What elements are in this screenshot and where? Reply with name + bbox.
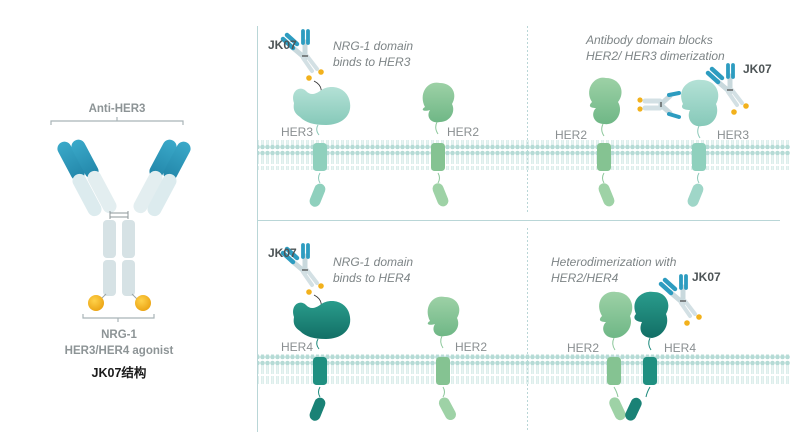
cell-membrane-bottom <box>258 354 790 384</box>
anti-her3-label: Anti-HER3 <box>88 103 146 115</box>
her2-receptor <box>427 296 460 421</box>
panel-caption-line2: binds to HER4 <box>333 271 411 285</box>
her4-receptor <box>625 291 669 421</box>
panel-frame <box>257 26 780 432</box>
anti-her3-bracket <box>50 117 184 125</box>
nrg1-domain-left <box>88 295 104 311</box>
panel-bottom-right-graphics <box>599 276 702 421</box>
panel-top-left-graphics <box>283 31 455 207</box>
panel-top-right-graphics <box>589 65 749 207</box>
fc-region <box>99 220 139 301</box>
nrg1-label: NRG-1 <box>101 329 137 341</box>
panel-caption-line2: HER2/HER4 <box>551 271 619 285</box>
her3-receptor <box>293 87 351 207</box>
panel-caption-line1: Heterodimerization with <box>551 255 677 269</box>
receptor-label: HER2 <box>447 125 480 139</box>
jk07-label: JK07 <box>743 62 772 76</box>
jk07-antibody-blocking-icon <box>637 91 681 119</box>
her2-receptor <box>422 82 455 207</box>
jk07-label: JK07 <box>268 246 297 260</box>
nrg1-bracket <box>82 314 155 322</box>
her2-receptor <box>599 291 633 421</box>
hinge-disulfide <box>109 211 129 219</box>
panel-caption-line1: Antibody domain blocks <box>586 33 713 47</box>
her2-receptor <box>589 77 622 207</box>
receptor-label: HER2 <box>555 128 588 142</box>
receptor-label: HER4 <box>664 341 697 355</box>
jk07-label: JK07 <box>692 270 721 284</box>
her3-receptor <box>681 79 719 207</box>
structure-title: JK07结构 <box>91 366 147 380</box>
receptor-label: HER4 <box>281 340 314 354</box>
panel-caption-line2: HER2/ HER3 dimerization <box>586 49 725 63</box>
jk07-label: JK07 <box>268 38 297 52</box>
fab-left-arm <box>57 139 117 217</box>
cell-membrane-top <box>258 140 790 170</box>
panel-caption-line2: binds to HER3 <box>333 55 411 69</box>
jk07-structure-diagram <box>50 117 191 322</box>
fab-right-arm <box>133 139 191 217</box>
receptor-label: HER2 <box>455 340 488 354</box>
panel-caption-line1: NRG-1 domain <box>333 255 414 269</box>
agonist-label: HER3/HER4 agonist <box>64 345 174 357</box>
receptor-label: HER2 <box>567 341 600 355</box>
panel-bottom-left-graphics <box>283 245 460 421</box>
her4-receptor <box>293 301 351 421</box>
panel-caption-line1: NRG-1 domain <box>333 39 414 53</box>
receptor-label: HER3 <box>281 125 314 139</box>
receptor-label: HER3 <box>717 128 750 142</box>
nrg1-domain-right <box>135 295 151 311</box>
